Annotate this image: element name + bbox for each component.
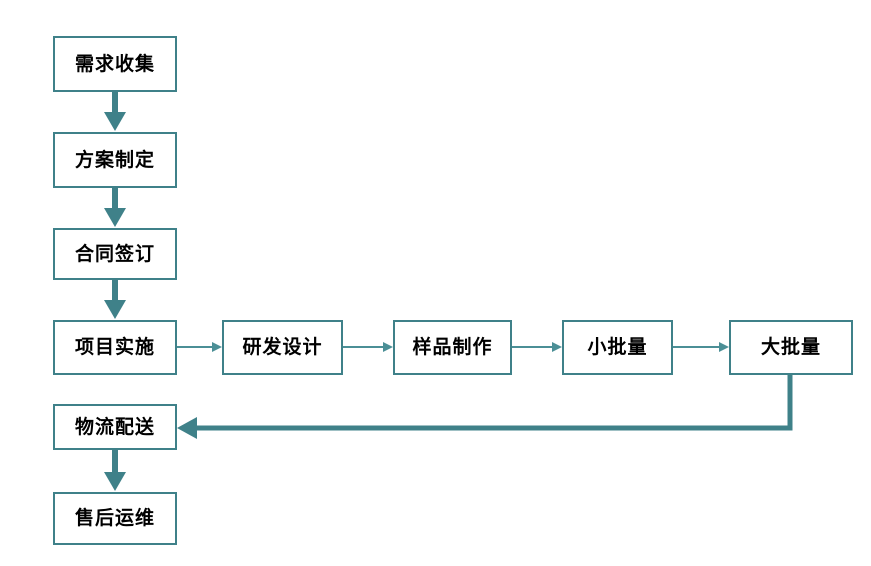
node-label-large-batch: 大批量 <box>760 336 821 358</box>
node-label-rnd-design: 研发设计 <box>242 336 323 358</box>
node-sample[interactable]: 样品制作 <box>393 320 512 375</box>
node-requirements[interactable]: 需求收集 <box>53 36 177 92</box>
node-implementation[interactable]: 项目实施 <box>53 320 177 375</box>
node-logistics[interactable]: 物流配送 <box>53 404 177 450</box>
node-label-logistics: 物流配送 <box>74 415 155 438</box>
edge-largebatch-logistics <box>177 375 793 439</box>
node-label-contract: 合同签订 <box>74 242 155 265</box>
node-aftersales[interactable]: 售后运维 <box>53 492 177 545</box>
node-label-sample: 样品制作 <box>412 336 493 358</box>
node-contract[interactable]: 合同签订 <box>53 228 177 280</box>
edge-implementation-rnd <box>177 342 222 352</box>
edge-smallbatch-largebatch <box>673 342 729 352</box>
edge-logistics-aftersales <box>104 450 126 491</box>
node-planning[interactable]: 方案制定 <box>53 132 177 188</box>
edge-rnd-sample <box>343 342 393 352</box>
edge-requirements-planning <box>104 92 126 131</box>
edge-planning-contract <box>104 188 126 227</box>
edge-contract-implementation <box>104 280 126 319</box>
node-small-batch[interactable]: 小批量 <box>562 320 673 375</box>
node-large-batch[interactable]: 大批量 <box>729 320 853 375</box>
node-label-aftersales: 售后运维 <box>74 507 155 529</box>
node-label-requirements: 需求收集 <box>74 52 155 75</box>
node-label-planning: 方案制定 <box>74 148 155 171</box>
node-label-implementation: 项目实施 <box>74 336 155 358</box>
node-rnd-design[interactable]: 研发设计 <box>222 320 343 375</box>
edge-sample-smallbatch <box>512 342 562 352</box>
node-label-small-batch: 小批量 <box>587 336 648 358</box>
